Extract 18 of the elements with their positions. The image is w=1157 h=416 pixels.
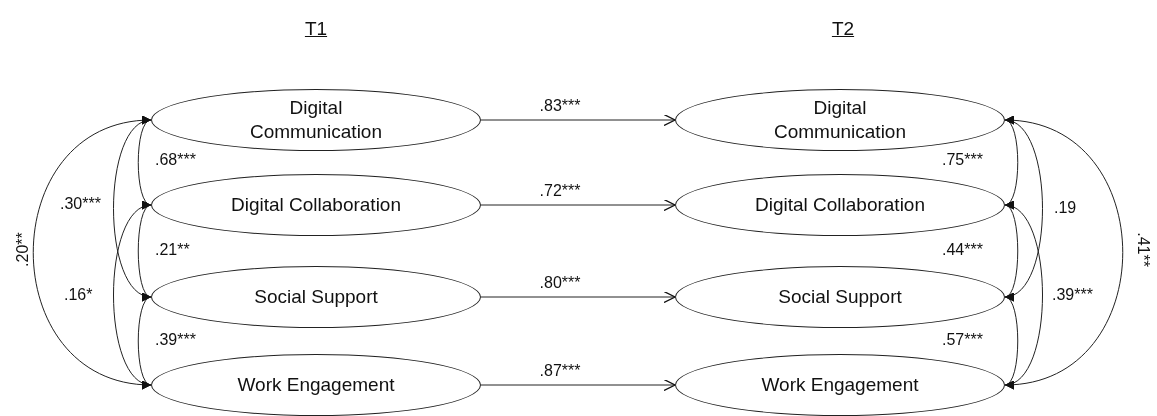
correlation-arrow — [137, 296, 152, 386]
path-arrow — [480, 378, 676, 392]
time-heading: T1 — [304, 18, 328, 40]
node-label: Social Support — [778, 285, 902, 309]
path-arrow — [480, 198, 676, 212]
node-label: Digital Collaboration — [230, 193, 401, 217]
node-label: Work Engagement — [237, 373, 395, 397]
node-label: Digital Communication — [249, 96, 383, 144]
node-label: Social Support — [254, 285, 378, 309]
path-arrow — [480, 113, 676, 127]
correlation-arrow — [1004, 296, 1019, 386]
correlation-arrow — [137, 204, 152, 298]
node-label: Digital Communication — [773, 96, 907, 144]
correlation-arrow — [1004, 204, 1019, 298]
node-label: Work Engagement — [761, 373, 919, 397]
time-heading: T2 — [831, 18, 855, 40]
path-arrow — [480, 290, 676, 304]
node-label: Digital Collaboration — [754, 193, 925, 217]
